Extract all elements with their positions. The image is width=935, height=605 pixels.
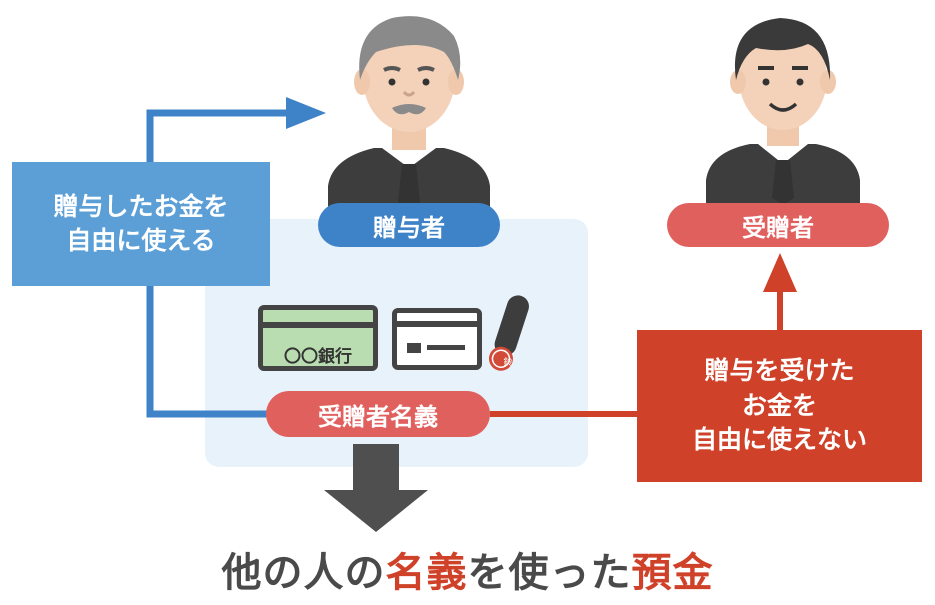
bankbook-bank-name: 〇〇銀行: [284, 347, 352, 367]
account-holder-label: 受贈者名義: [266, 391, 490, 437]
blue-arrow-head: [286, 97, 326, 129]
cash-card-icon: [392, 308, 482, 370]
bankbook-icon: 〇〇銀行: [258, 305, 378, 371]
diagram-caption: 他の人の名義を使った預金: [0, 540, 935, 598]
young-man-icon: [706, 18, 860, 205]
elderly-man-icon: [328, 16, 490, 213]
card-line: [427, 345, 465, 350]
recipient-label: 受贈者: [667, 203, 889, 247]
card-magnetic-stripe: [397, 321, 477, 327]
recipient-note: 贈与を受けた お金を 自由に使えない: [637, 330, 922, 482]
caption-highlight-name: 名義: [385, 550, 468, 596]
down-arrow-head: [324, 490, 428, 532]
caption-part-3: を使った: [467, 550, 632, 596]
giver-note: 贈与したお金を 自由に使える: [12, 162, 270, 286]
caption-highlight-deposit: 預金: [631, 550, 714, 596]
seal-mark: 鈴: [503, 356, 512, 368]
seal-stamp-icon: 鈴: [488, 295, 529, 371]
caption-part-1: 他の人の: [221, 550, 386, 596]
red-arrow-head: [763, 253, 797, 292]
giver-label: 贈与者: [318, 203, 500, 247]
down-arrow-shaft: [353, 444, 399, 492]
bankbook-stripe: [263, 322, 373, 328]
card-chip: [407, 343, 421, 353]
